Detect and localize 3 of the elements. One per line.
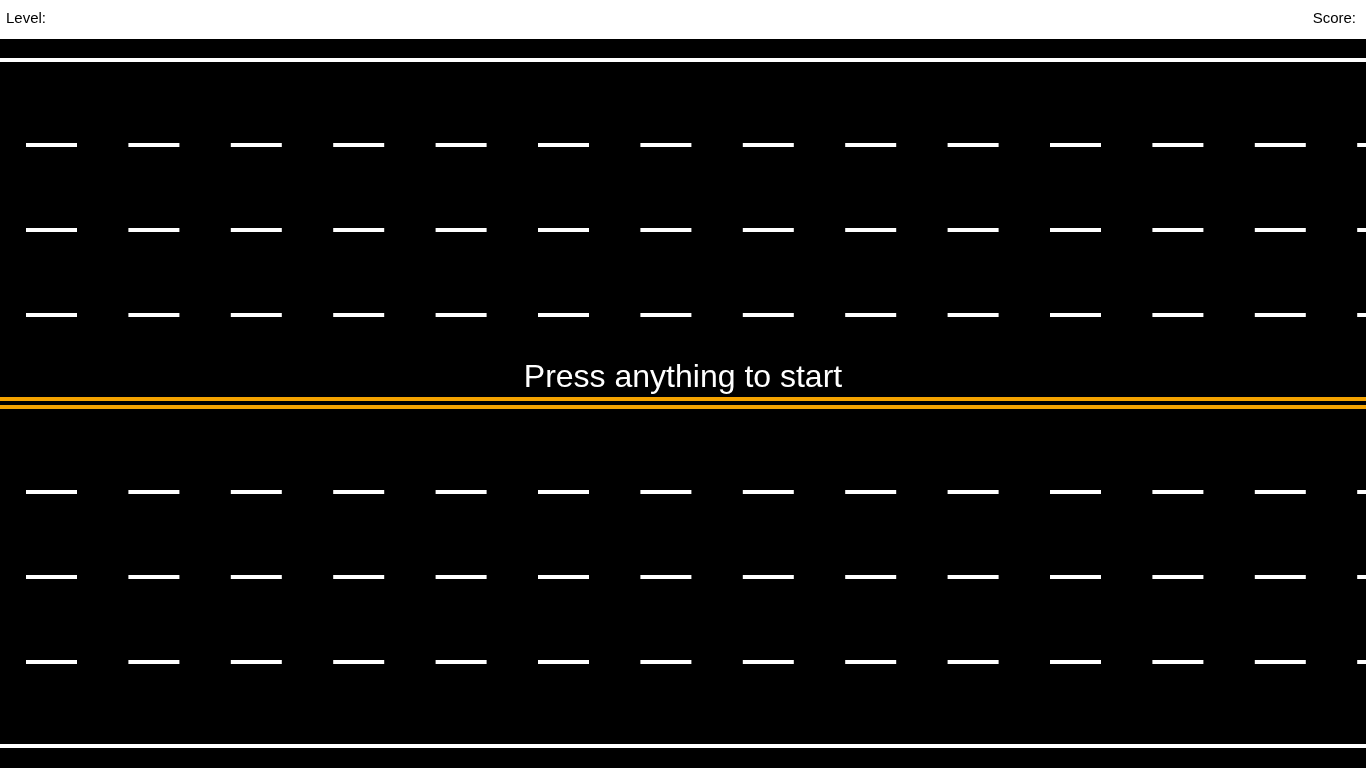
- score-label: Score:: [1312, 9, 1356, 27]
- level-label: Level:: [6, 9, 47, 27]
- start-prompt: Press anything to start: [523, 357, 843, 395]
